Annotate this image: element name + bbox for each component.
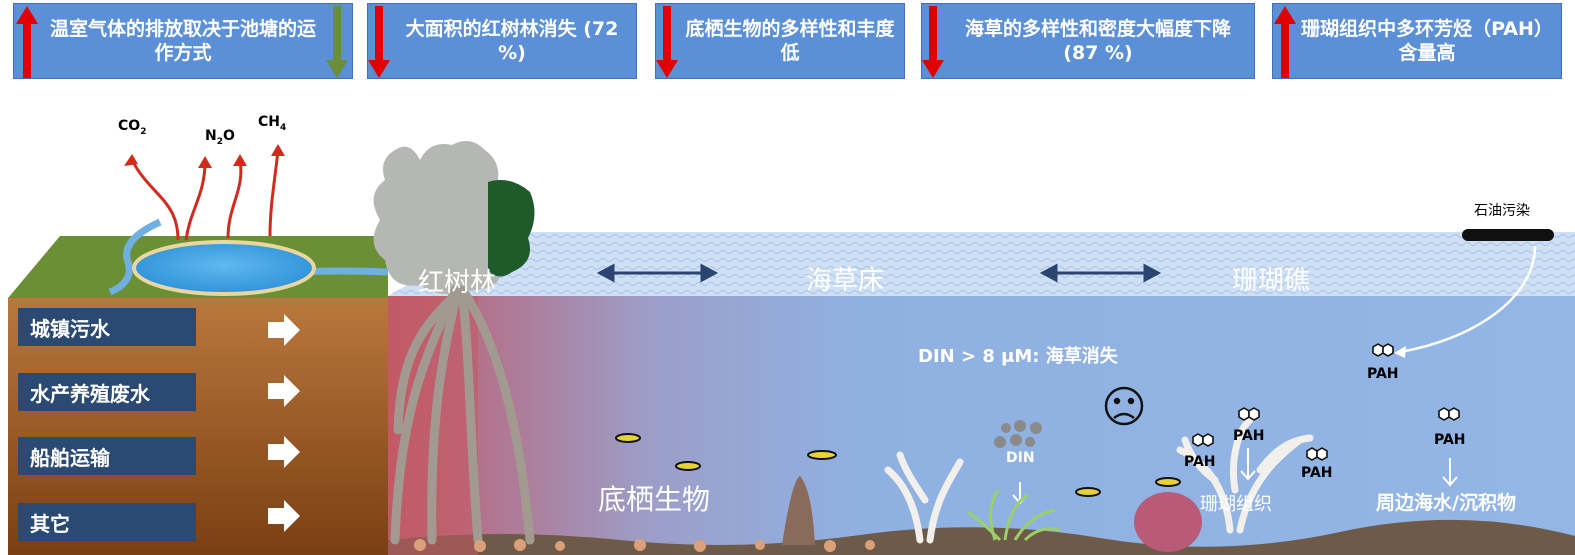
down-arrow-icon bbox=[656, 6, 678, 78]
banner-ghg-text: 温室气体的排放取决于池塘的运作方式 bbox=[49, 18, 316, 64]
water-body bbox=[388, 296, 1575, 555]
banner-ghg: 温室气体的排放取决于池塘的运作方式 bbox=[13, 3, 353, 79]
banner-benthos: 底栖生物的多样性和丰度低 bbox=[655, 3, 905, 79]
rock bbox=[782, 476, 815, 545]
seawater-label: 周边海水/沉积物 bbox=[1376, 492, 1516, 514]
source-arrows bbox=[268, 314, 300, 532]
white-coral bbox=[884, 416, 1314, 544]
pah-label-1: PAH bbox=[1367, 366, 1399, 382]
pah-label-3: PAH bbox=[1233, 428, 1265, 444]
banner-mangrove: 大面积的红树林消失 (72 %) bbox=[367, 3, 637, 79]
oil-label: 石油污染 bbox=[1474, 203, 1530, 219]
source-aquaculture: 水产养殖废水 bbox=[18, 373, 196, 411]
din-particles bbox=[994, 420, 1042, 448]
fish bbox=[615, 433, 1181, 497]
up-arrow-icon bbox=[1274, 6, 1296, 78]
down-arrow-icon bbox=[922, 6, 944, 78]
down-arrow-green-icon bbox=[326, 6, 348, 78]
habitat-coral-label: 珊瑚礁 bbox=[1232, 266, 1311, 296]
gas-arrows bbox=[130, 149, 280, 241]
pah-label-4: PAH bbox=[1301, 465, 1333, 481]
seagrass bbox=[967, 489, 1061, 542]
mangrove-roots bbox=[390, 285, 535, 545]
pah-label-2: PAH bbox=[1184, 454, 1216, 470]
sad-face-icon bbox=[1104, 386, 1144, 426]
sea-surface bbox=[388, 232, 1575, 296]
banner-seagrass: 海草的多样性和密度大幅度下降(87 %) bbox=[921, 3, 1255, 79]
mangrove-tree bbox=[373, 141, 535, 294]
gas-n2o-label: N2O bbox=[205, 128, 235, 147]
source-other: 其它 bbox=[18, 503, 196, 541]
gas-ch4-label: CH4 bbox=[258, 114, 287, 133]
up-arrow-icon bbox=[16, 6, 38, 78]
source-shipping: 船舶运输 bbox=[18, 437, 196, 475]
banner-seagrass-text: 海草的多样性和密度大幅度下降(87 %) bbox=[964, 18, 1231, 64]
benthos-label: 底栖生物 bbox=[598, 483, 711, 516]
pond bbox=[132, 240, 316, 296]
source-urban-sewage: 城镇污水 bbox=[18, 308, 196, 346]
habitat-seagrass-label: 海草床 bbox=[806, 266, 885, 296]
oil-arrow bbox=[1399, 245, 1537, 354]
down-arrow-icon bbox=[368, 6, 390, 78]
banner-benthos-text: 底栖生物的多样性和丰度低 bbox=[685, 18, 895, 64]
coral-tissue-label: 珊瑚组织 bbox=[1200, 494, 1272, 515]
sea-floor bbox=[388, 519, 1575, 555]
banner-mangrove-text: 大面积的红树林消失 (72 %) bbox=[405, 18, 619, 64]
stream bbox=[108, 218, 162, 296]
oil-slick bbox=[1462, 229, 1554, 241]
pink-coral bbox=[1134, 492, 1202, 552]
gas-co2-label: CO2 bbox=[118, 118, 147, 137]
pah-icons bbox=[1192, 343, 1460, 461]
habitat-arrows bbox=[596, 263, 1162, 283]
din-threshold-label: DIN > 8 μM: 海草消失 bbox=[918, 346, 1118, 367]
habitat-mangrove-label: 红树林 bbox=[418, 268, 497, 298]
din-label: DIN bbox=[1006, 450, 1035, 466]
shells bbox=[414, 539, 875, 552]
banner-coral-text: 珊瑚组织中多环芳烃（PAH）含量高 bbox=[1301, 18, 1553, 64]
pah-label-5: PAH bbox=[1434, 432, 1466, 448]
banner-coral: 珊瑚组织中多环芳烃（PAH）含量高 bbox=[1272, 3, 1562, 79]
